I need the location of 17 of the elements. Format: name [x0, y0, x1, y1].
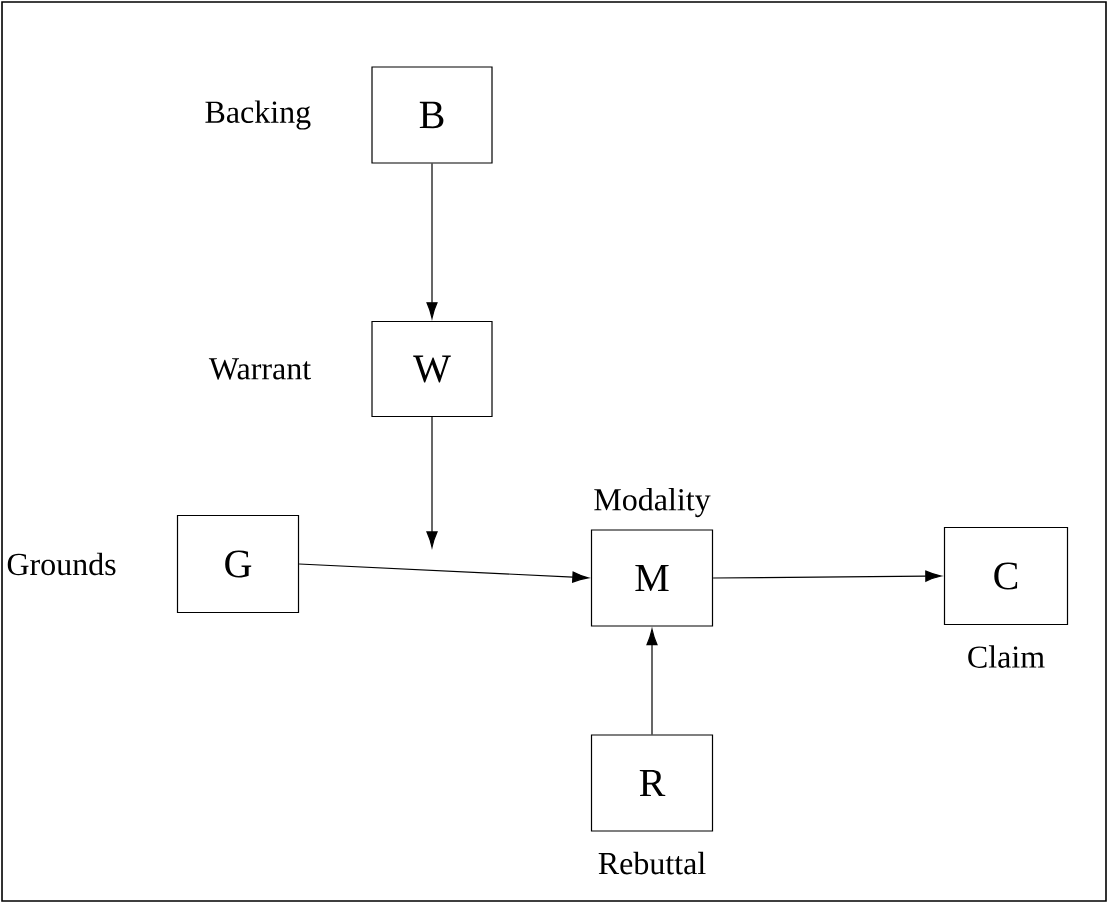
- node-label: Claim: [968, 645, 1045, 668]
- node-label: Modality: [594, 488, 711, 518]
- arrow: [426, 163, 438, 319]
- node-label: Backing: [205, 100, 311, 130]
- letter-box: C: [943, 526, 1069, 626]
- node-label: Grounds: [7, 552, 116, 576]
- letter-box: G: [176, 514, 300, 614]
- arrow: [712, 570, 942, 582]
- arrow: [426, 416, 438, 548]
- letter-box: B: [371, 66, 493, 164]
- letter-box: M: [590, 529, 714, 627]
- arrow: [646, 628, 658, 735]
- arrow: [298, 563, 589, 583]
- node-label: Warrant: [208, 358, 311, 380]
- letter-box: R: [590, 734, 714, 832]
- node-label: Rebuttal: [598, 851, 706, 875]
- letter-box: W: [371, 320, 493, 418]
